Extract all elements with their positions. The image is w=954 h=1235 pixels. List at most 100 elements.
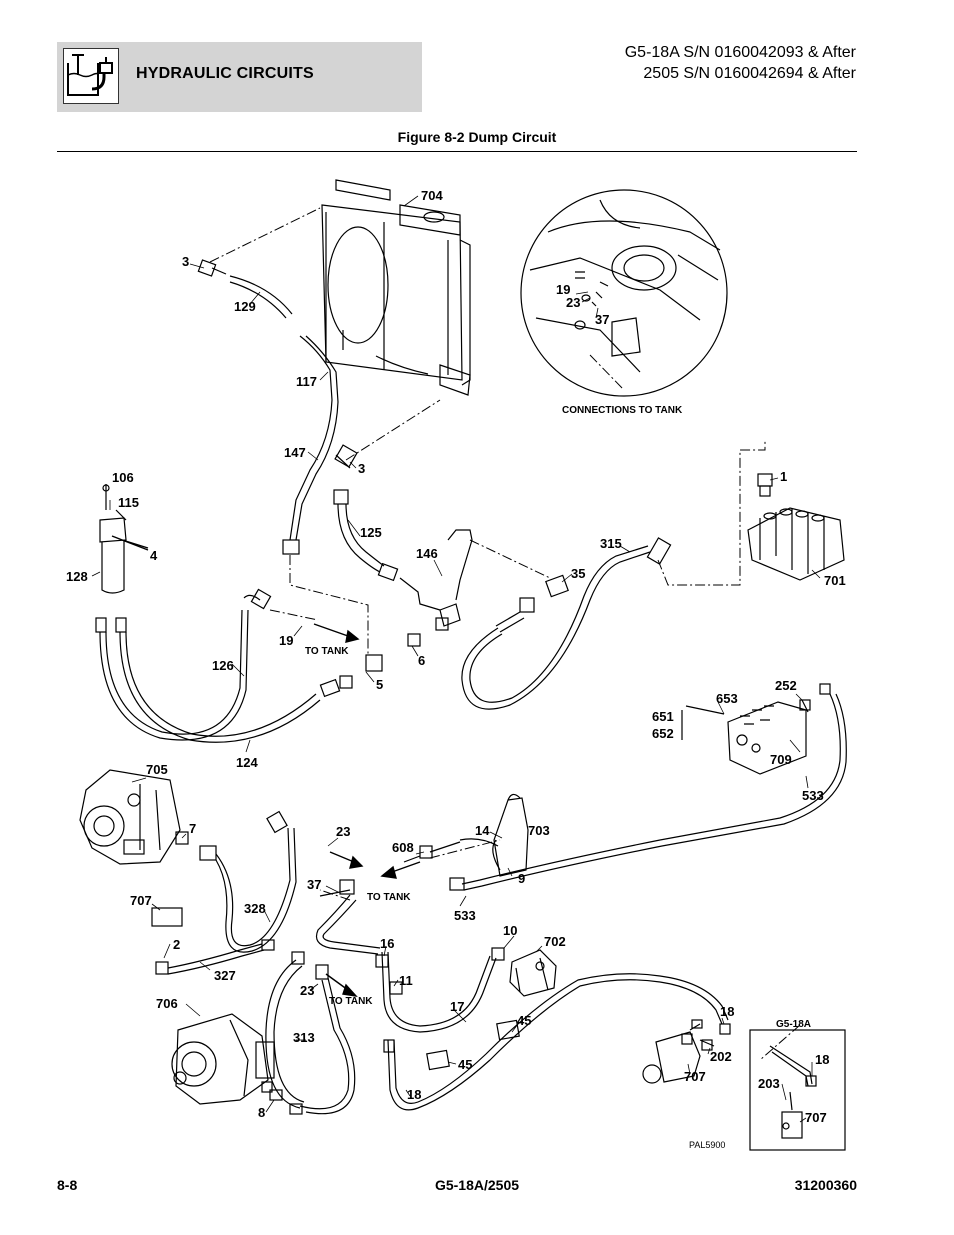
hose-126-124 <box>95 588 353 743</box>
valve-707 <box>642 1019 715 1084</box>
callout-1: 1 <box>780 469 787 484</box>
callout-10: 10 <box>503 923 517 938</box>
callout-608: 608 <box>392 840 414 855</box>
to-tank-label-2: TO TANK <box>367 892 411 903</box>
callout-4: 4 <box>150 548 158 563</box>
callout-702: 702 <box>544 934 566 949</box>
line-18 <box>383 973 731 1111</box>
callout-651: 651 <box>652 709 674 724</box>
to-tank-label-3: TO TANK <box>329 996 373 1007</box>
callout-18-bottom: 18 <box>407 1087 421 1102</box>
callout-3-upper: 3 <box>182 254 189 269</box>
callout-6: 6 <box>418 653 425 668</box>
callout-17: 17 <box>450 999 464 1014</box>
to-tank-label-1: TO TANK <box>305 646 349 657</box>
serial-line-2: 2505 S/N 0160042694 & After <box>643 65 856 82</box>
valve-702 <box>509 949 557 997</box>
callout-115: 115 <box>118 495 139 510</box>
callout-125: 125 <box>360 525 382 540</box>
inset-caption: CONNECTIONS TO TANK <box>562 405 683 416</box>
callout-18-right: 18 <box>720 1004 734 1019</box>
callout-327: 327 <box>214 968 236 983</box>
figure-code: PAL5900 <box>689 1140 725 1150</box>
callout-704: 704 <box>421 188 443 203</box>
callout-533-right: 533 <box>802 788 824 803</box>
inset2-title: G5-18A <box>776 1019 811 1030</box>
callout-16: 16 <box>380 936 394 951</box>
callout-14: 14 <box>475 823 490 838</box>
callout-533-left: 533 <box>454 908 476 923</box>
callout-7: 7 <box>189 821 196 836</box>
callout-653: 653 <box>716 691 738 706</box>
callout-5: 5 <box>376 677 383 692</box>
g5-18a-inset <box>749 1029 846 1151</box>
callout-124: 124 <box>236 755 258 770</box>
hose-16-17 <box>315 879 505 1033</box>
callout-37-inset: 37 <box>595 312 609 327</box>
page-number: 8-8 <box>57 1177 78 1193</box>
callout-652: 652 <box>652 726 674 741</box>
callout-701: 701 <box>824 573 846 588</box>
figure-title: Figure 8-2 Dump Circuit <box>397 129 557 145</box>
callout-23-inset: 23 <box>566 295 580 310</box>
callout-19: 19 <box>279 633 293 648</box>
callout-707-left: 707 <box>130 893 152 908</box>
callout-146: 146 <box>416 546 438 561</box>
callout-117: 117 <box>296 374 317 389</box>
callout-703: 703 <box>528 823 550 838</box>
callout-19-inset: 19 <box>556 282 570 297</box>
hose-328-327 <box>151 810 297 975</box>
model-name: G5-18A/2505 <box>434 1177 520 1193</box>
callout-23-upper: 23 <box>336 824 350 839</box>
serial-line-1: G5-18A S/N 0160042093 & After <box>624 44 856 61</box>
callout-2: 2 <box>173 937 180 952</box>
callout-129: 129 <box>234 299 256 314</box>
pump-705 <box>79 769 189 865</box>
callout-18-inset: 18 <box>815 1052 829 1067</box>
callout-37: 37 <box>307 877 321 892</box>
callout-45-upper: 45 <box>517 1013 531 1028</box>
callout-3-lower: 3 <box>358 461 365 476</box>
callout-11: 11 <box>399 973 413 988</box>
callout-709: 709 <box>770 752 792 767</box>
callout-9: 9 <box>518 871 525 886</box>
callout-252: 252 <box>775 678 797 693</box>
hydraulic-reservoir-icon <box>63 48 119 104</box>
callout-313: 313 <box>293 1030 315 1045</box>
callout-8: 8 <box>258 1105 265 1120</box>
serial-range: G5-18A S/N 0160042093 & After 2505 S/N 0… <box>625 42 856 84</box>
hose-129-117-147 <box>197 259 339 555</box>
header-divider <box>57 151 857 152</box>
callout-23-lower: 23 <box>300 983 314 998</box>
joystick-703 <box>403 793 529 877</box>
callout-106: 106 <box>112 470 134 485</box>
callout-315: 315 <box>600 536 622 551</box>
callout-328: 328 <box>244 901 266 916</box>
callout-128: 128 <box>66 569 88 584</box>
filter-128 <box>99 484 127 594</box>
hose-125-146 <box>333 444 473 672</box>
guide-lines <box>209 207 801 1061</box>
doc-number: 31200360 <box>794 1177 857 1193</box>
leader-lines <box>91 195 821 1123</box>
hose-315-35 <box>461 537 672 710</box>
callout-705: 705 <box>146 762 168 777</box>
callout-706: 706 <box>156 996 178 1011</box>
callout-35: 35 <box>571 566 585 581</box>
section-title: HYDRAULIC CIRCUITS <box>136 65 314 82</box>
motor-706 <box>171 951 356 1115</box>
solenoid-45 <box>426 1019 520 1071</box>
callout-707-inset: 707 <box>805 1110 827 1125</box>
control-valve-701 <box>747 473 845 581</box>
callout-45-lower: 45 <box>458 1057 472 1072</box>
tank-connections-inset <box>520 189 728 397</box>
callout-147: 147 <box>284 445 306 460</box>
to-tank-arrows <box>111 535 421 997</box>
callout-202: 202 <box>710 1049 732 1064</box>
oil-cooler-704 <box>321 179 471 396</box>
valve-709 <box>449 683 847 891</box>
callout-707-right: 707 <box>684 1069 706 1084</box>
callout-203: 203 <box>758 1076 780 1091</box>
callout-126: 126 <box>212 658 234 673</box>
